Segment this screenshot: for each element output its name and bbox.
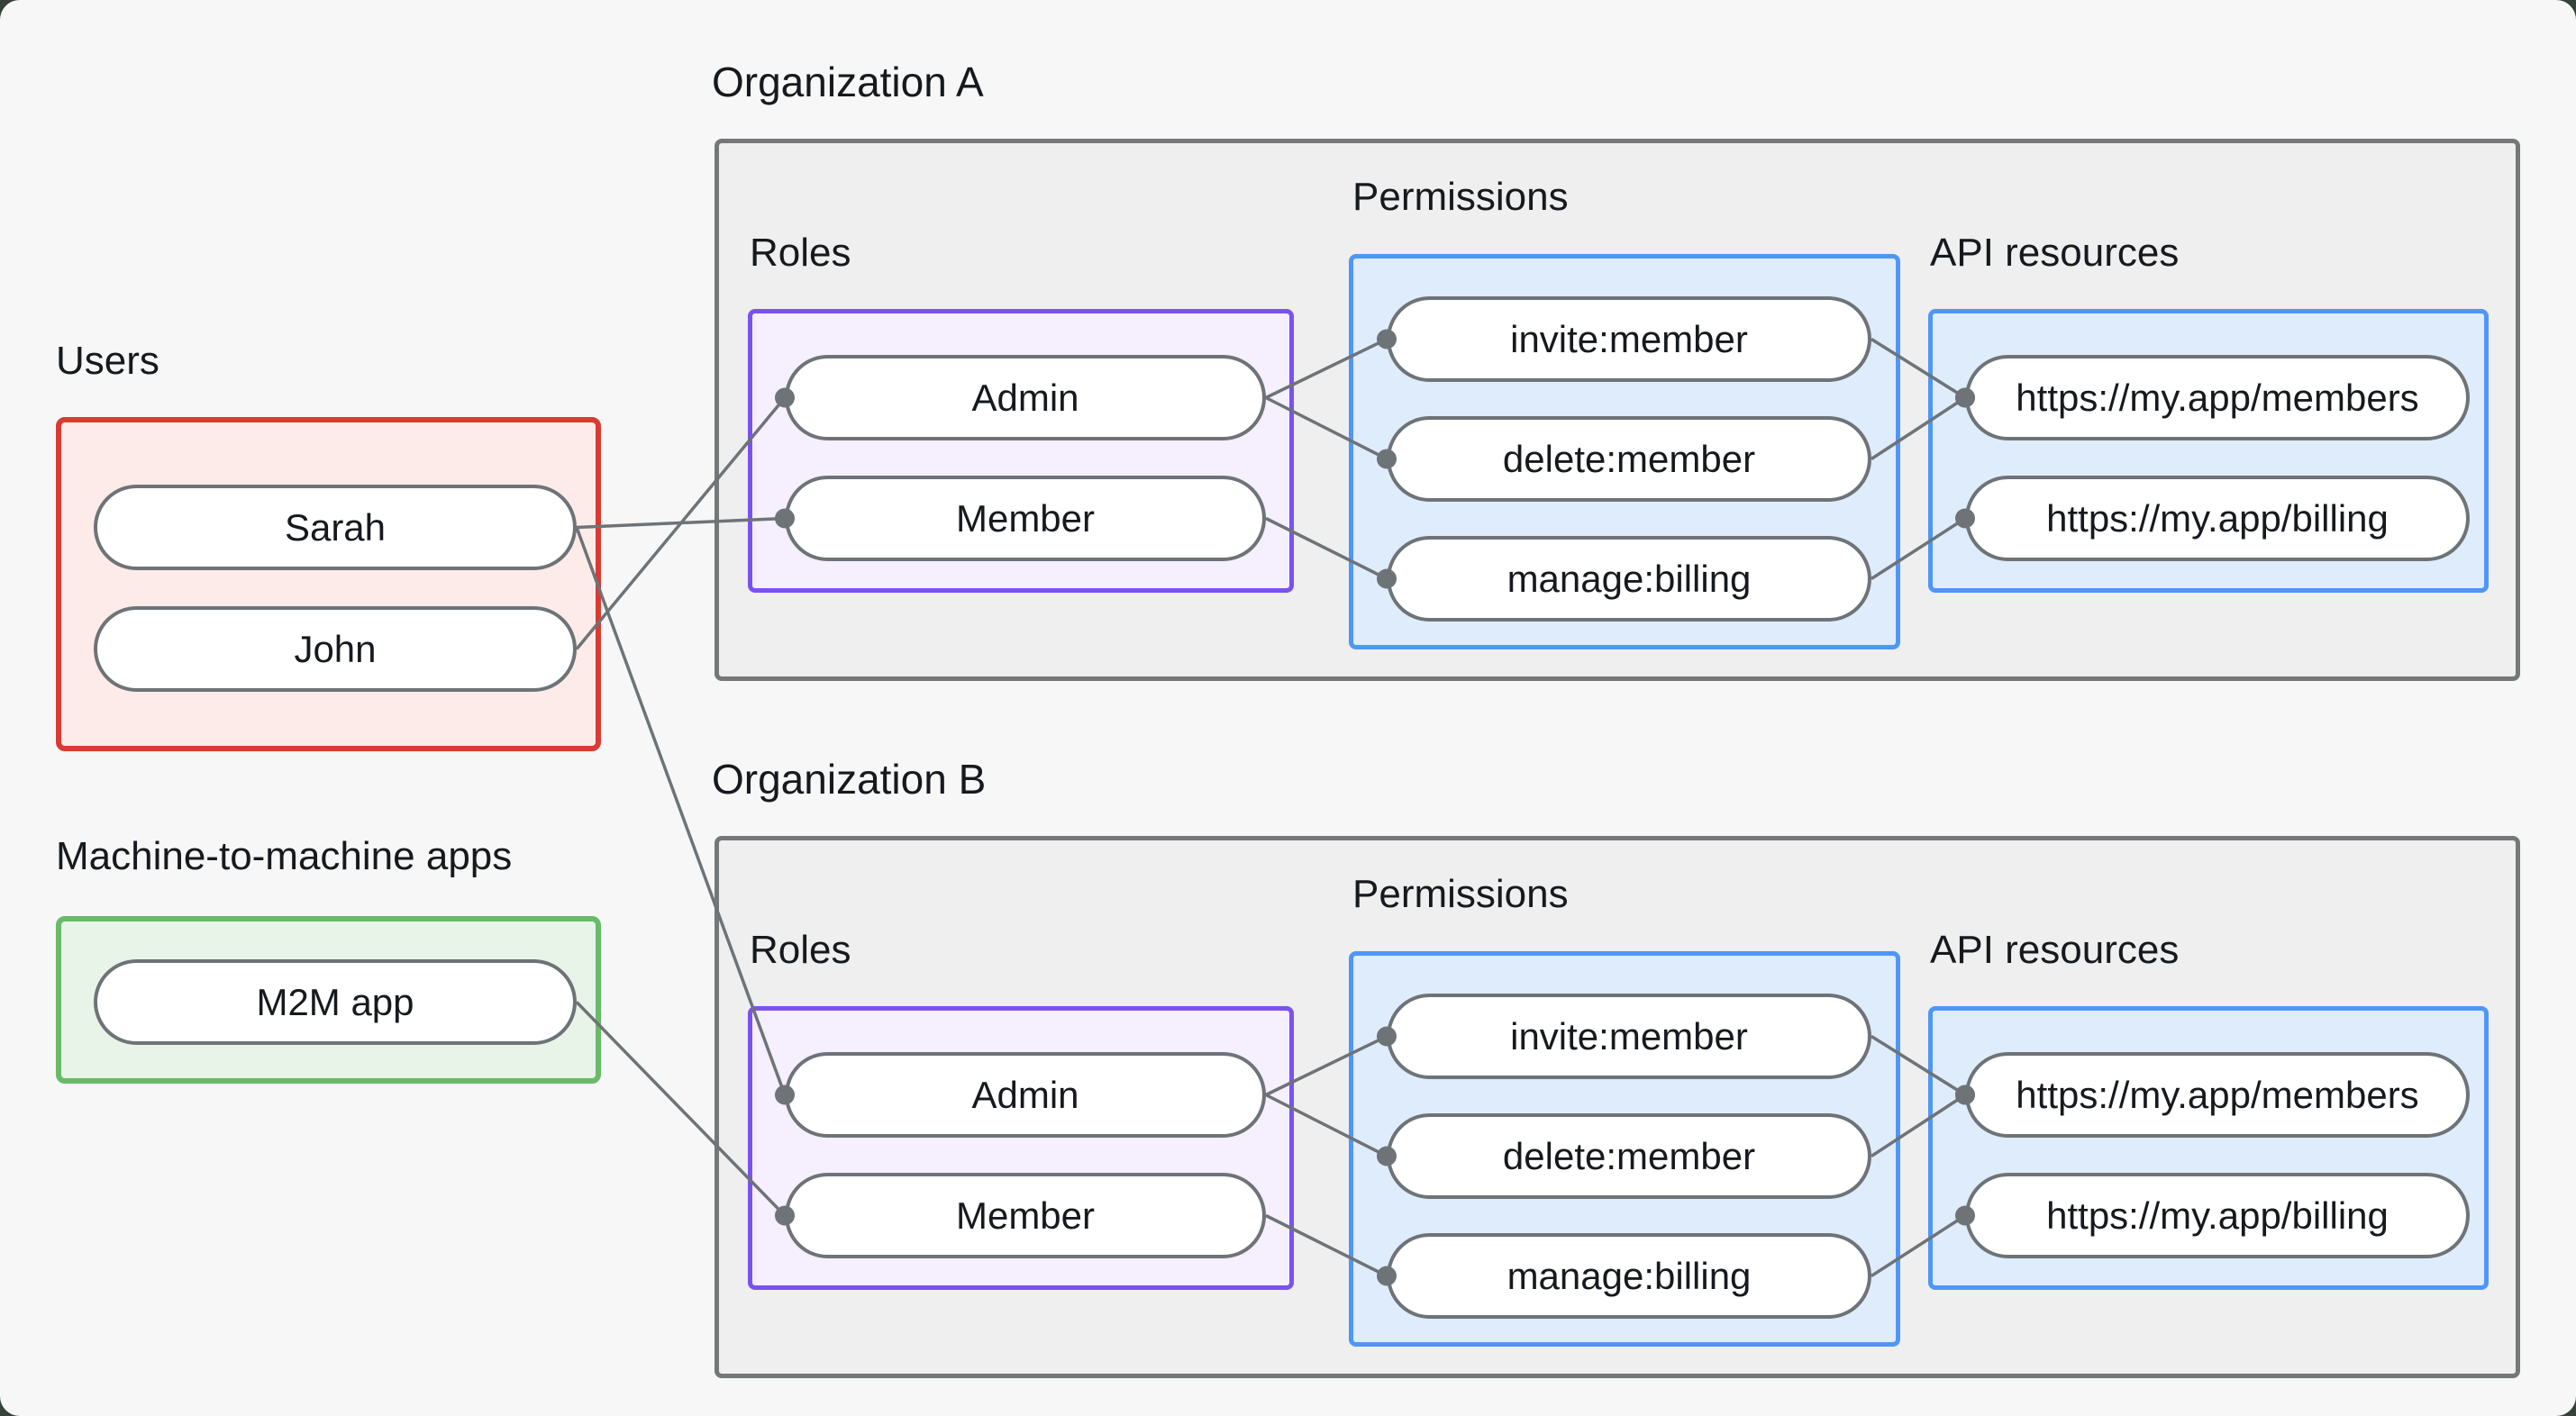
org-a-permission-delete-member-node: delete:member	[1387, 416, 1871, 502]
org-b-api-resources-box: https://my.app/members https://my.app/bi…	[1928, 1006, 2489, 1290]
m2m-group-label: Machine-to-machine apps	[56, 834, 513, 878]
org-b-role-member-node: Member	[785, 1173, 1266, 1258]
m2m-group-box: M2M app	[56, 916, 601, 1084]
org-a-api-resources-box: https://my.app/members https://my.app/bi…	[1928, 309, 2489, 593]
org-a-roles-box: Admin Member	[748, 309, 1294, 593]
org-a-api-billing-node: https://my.app/billing	[1965, 476, 2470, 561]
org-a-role-member-node: Member	[785, 476, 1266, 561]
org-a-permissions-label: Permissions	[1352, 175, 1569, 219]
org-a-roles-label: Roles	[750, 231, 851, 275]
users-group-label: Users	[56, 339, 159, 383]
org-b-roles-label: Roles	[750, 928, 851, 972]
org-b-permission-manage-billing-node: manage:billing	[1387, 1233, 1871, 1319]
user-node-sarah: Sarah	[94, 485, 577, 570]
m2m-app-node: M2M app	[94, 959, 577, 1045]
org-b-api-resources-label: API resources	[1930, 928, 2180, 972]
org-a-permission-invite-member-node: invite:member	[1387, 296, 1871, 382]
org-a-permissions-box: invite:member delete:member manage:billi…	[1349, 254, 1900, 649]
org-b-permission-delete-member-node: delete:member	[1387, 1113, 1871, 1199]
org-b-role-admin-node: Admin	[785, 1052, 1266, 1138]
org-b-roles-box: Admin Member	[748, 1006, 1294, 1290]
org-a-permission-manage-billing-node: manage:billing	[1387, 536, 1871, 622]
org-b-permissions-box: invite:member delete:member manage:billi…	[1349, 951, 1900, 1347]
org-a-api-resources-label: API resources	[1930, 231, 2180, 275]
org-b-permissions-label: Permissions	[1352, 872, 1569, 916]
users-group-box: Sarah John	[56, 417, 601, 751]
org-a-api-members-node: https://my.app/members	[1965, 355, 2470, 440]
org-b-permission-invite-member-node: invite:member	[1387, 994, 1871, 1079]
org-b-title: Organization B	[712, 756, 987, 803]
org-a-title: Organization A	[712, 59, 984, 105]
org-b-api-members-node: https://my.app/members	[1965, 1052, 2470, 1138]
user-node-john: John	[94, 606, 577, 692]
org-b-api-billing-node: https://my.app/billing	[1965, 1173, 2470, 1258]
org-a-role-admin-node: Admin	[785, 355, 1266, 440]
